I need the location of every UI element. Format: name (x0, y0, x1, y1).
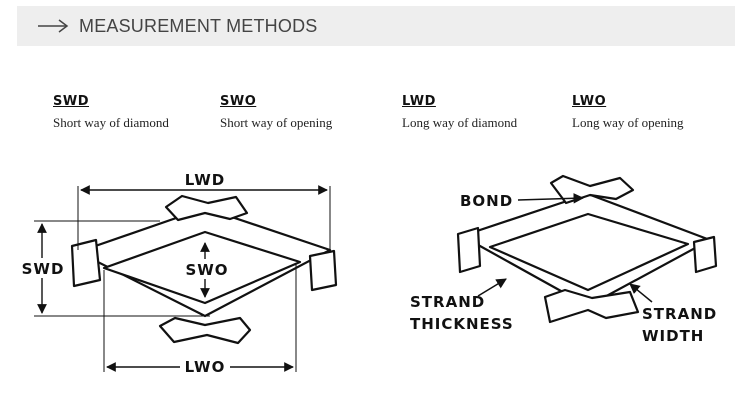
legend-desc: Long way of diamond (402, 115, 518, 130)
lwo-label: LWO (185, 358, 226, 376)
strand-thickness-label-line2: THICKNESS (410, 315, 514, 333)
legend-item-lwo: LWO Long way of opening (572, 94, 684, 131)
section-title: MEASUREMENT METHODS (79, 16, 318, 36)
strand-thickness-label-line1: STRAND (410, 293, 485, 311)
section-header: MEASUREMENT METHODS (17, 6, 735, 46)
arrow-right-icon (38, 19, 69, 33)
swd-label: SWD (22, 260, 65, 278)
strand-width-label-line1: STRAND (642, 305, 717, 323)
legend-desc: Long way of opening (572, 115, 684, 130)
legend-abbr: LWO (572, 94, 607, 109)
legend-desc: Short way of diamond (53, 115, 169, 130)
right-diamond-shape (456, 174, 718, 324)
legend-abbr: SWO (220, 94, 257, 109)
bond-arrow (517, 193, 585, 204)
legend-abbr: LWD (402, 94, 436, 109)
strand-thickness-arrow (477, 278, 507, 297)
strand-width-label-line2: WIDTH (642, 327, 704, 345)
legend-item-lwd: LWD Long way of diamond (402, 94, 517, 131)
legend-desc: Short way of opening (220, 115, 333, 130)
legend-item-swo: SWO Short way of opening (220, 94, 332, 131)
strand-width-arrow (629, 283, 653, 303)
bond-label: BOND (460, 192, 513, 210)
swo-label: SWO (185, 261, 228, 279)
legend-abbr: SWD (53, 94, 89, 109)
lwd-label: LWD (185, 171, 225, 189)
legend-item-swd: SWD Short way of diamond (53, 94, 169, 131)
